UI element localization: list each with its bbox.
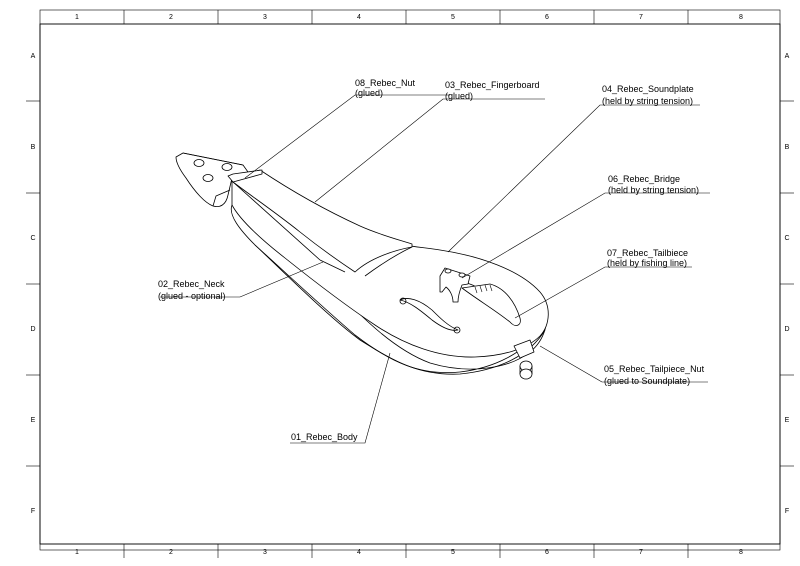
- callout-tailbiece-name: 07_Rebec_Tailbiece: [607, 248, 688, 258]
- column-label: 1: [75, 549, 79, 556]
- callout-nut-name: 08_Rebec_Nut: [355, 78, 416, 88]
- tailpiece-marks: [474, 284, 493, 294]
- row-label: A: [31, 53, 36, 60]
- peg-hole: [193, 159, 205, 167]
- column-label: 2: [169, 549, 173, 556]
- callout-tailnut-name: 05_Rebec_Tailpiece_Nut: [604, 364, 705, 374]
- column-label: 5: [451, 549, 455, 556]
- callout-tailbiece: 07_Rebec_Tailbiece (held by fishing line…: [607, 248, 688, 268]
- row-label: B: [785, 144, 790, 151]
- column-label: 3: [263, 549, 267, 556]
- column-label: 8: [739, 14, 743, 21]
- soundhole-left: [399, 298, 459, 331]
- row-label: C: [30, 235, 35, 242]
- callout-neck-name: 02_Rebec_Neck: [158, 279, 225, 289]
- callout-nut: 08_Rebec_Nut (glued): [355, 78, 416, 98]
- column-label: 7: [639, 14, 643, 21]
- zone-ticks: [26, 10, 794, 558]
- callout-neck: 02_Rebec_Neck (glued - optional): [158, 279, 226, 301]
- callout-fingerboard-name: 03_Rebec_Fingerboard: [445, 80, 540, 90]
- row-label: D: [30, 326, 35, 333]
- row-label: F: [31, 508, 35, 515]
- row-label: B: [31, 144, 36, 151]
- column-label: 4: [357, 14, 361, 21]
- callout-body-name: 01_Rebec_Body: [291, 432, 358, 442]
- column-label: 1: [75, 14, 79, 21]
- rebec-tailpiece: [461, 283, 521, 326]
- column-label: 6: [545, 14, 549, 21]
- row-label: C: [784, 235, 789, 242]
- callout-nut-note: (glued): [355, 88, 383, 98]
- callout-soundplate: 04_Rebec_Soundplate (held by string tens…: [602, 84, 694, 106]
- callout-bridge-name: 06_Rebec_Bridge: [608, 174, 680, 184]
- rebec-drawing: [175, 152, 549, 380]
- callout-tailbiece-note: (held by fishing line): [607, 258, 687, 268]
- row-label: E: [31, 417, 36, 424]
- callout-neck-note: (glued - optional): [158, 291, 226, 301]
- row-labels-right: A B C D E F: [784, 53, 789, 515]
- row-label: D: [784, 326, 789, 333]
- leader-lines: [160, 94, 710, 444]
- row-label: E: [785, 417, 790, 424]
- column-labels-bottom: 1 2 3 4 5 6 7 8: [75, 549, 743, 556]
- callout-bridge-note: (held by string tension): [608, 185, 699, 195]
- column-label: 2: [169, 14, 173, 21]
- callout-soundplate-note: (held by string tension): [602, 96, 693, 106]
- callout-body: 01_Rebec_Body: [291, 432, 358, 442]
- column-label: 8: [739, 549, 743, 556]
- rebec-body-outline: [254, 244, 546, 375]
- row-label: F: [785, 508, 789, 515]
- row-labels-left: A B C D E F: [30, 53, 35, 515]
- callout-tailnut-note: (glued to Soundplate): [604, 376, 690, 386]
- column-labels-top: 1 2 3 4 5 6 7 8: [75, 14, 743, 21]
- callout-tailnut: 05_Rebec_Tailpiece_Nut (glued to Soundpl…: [604, 364, 705, 386]
- callout-soundplate-name: 04_Rebec_Soundplate: [602, 84, 694, 94]
- peg-hole: [221, 163, 233, 171]
- callout-fingerboard-note: (glued): [445, 91, 473, 101]
- rebec-tailpiece-nut: [513, 339, 535, 359]
- callout-bridge: 06_Rebec_Bridge (held by string tension): [608, 174, 699, 195]
- rebec-nut: [227, 169, 263, 183]
- rebec-fingerboard: [232, 169, 413, 273]
- peg-hole: [202, 174, 214, 182]
- column-label: 3: [263, 14, 267, 21]
- row-label: A: [785, 53, 790, 60]
- column-label: 6: [545, 549, 549, 556]
- column-label: 5: [451, 14, 455, 21]
- callout-fingerboard: 03_Rebec_Fingerboard (glued): [445, 80, 540, 101]
- column-label: 7: [639, 549, 643, 556]
- column-label: 4: [357, 549, 361, 556]
